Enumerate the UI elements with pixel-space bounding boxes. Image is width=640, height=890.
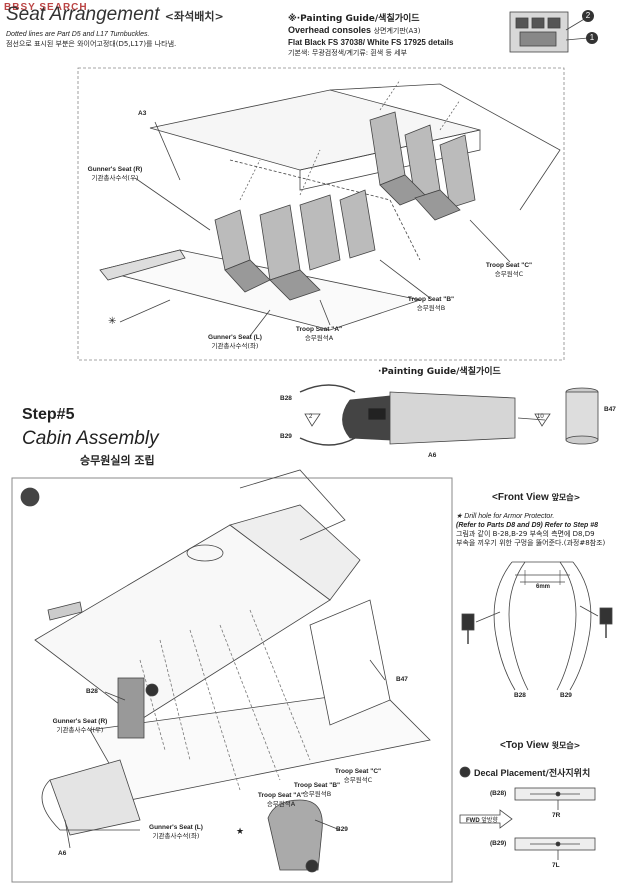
step-name: Cabin Assembly [22,428,159,449]
part-b29-assembly: B29 [336,826,348,833]
decal-b29: (B29) [490,840,507,847]
assembly-troop-c-label: Troop Seat "C"승무원석C [334,768,382,784]
painting-guide-top-title: ※·Painting Guide/색칠가이드 [288,14,420,24]
step-name-ko: 승무원실의 조립 [80,454,155,467]
part-a6-mid: A6 [428,452,437,459]
decal-7r: 7R [552,812,561,819]
assembly-gunner-l-label: Gunner's Seat (L)기관총사수석(좌) [149,824,203,840]
section-title: Seat Arrangement <좌석배치> [6,4,224,26]
callout-10-mid: 10 [537,414,544,420]
step-number: Step#5 [22,406,75,423]
part-b29-mid: B29 [280,433,292,440]
top-view-title: <Top View 윗모습> [500,740,581,751]
troop-seat-a-label: Troop Seat "A"승무원석A [295,326,343,342]
part-b47-assembly: B47 [396,676,408,683]
troop-seat-c-label: Troop Seat "C"승무원석C [485,262,533,278]
assembly-troop-b-label: Troop Seat "B"승무원석B [293,782,341,798]
asterisk-marker: ✳ [108,316,117,327]
part-a3-label: A3 [138,110,147,117]
painting-guide-top: ※·Painting Guide/색칠가이드 Overhead consoles… [288,14,453,59]
part-b28-assembly: B28 [86,688,98,695]
callout-1-top: 1 [586,32,598,44]
troop-seat-b-label: Troop Seat "B"승무원석B [407,296,455,312]
front-view-b29: B29 [560,692,572,699]
front-view-b28: B28 [514,692,526,699]
front-view-title: <Front View 앞모습> [492,492,581,503]
section-title-en: Seat Arrangement [6,4,160,25]
gunner-seat-l-label: Gunner's Seat (L)기관총사수석(좌) [208,334,262,350]
dotted-lines-note: Dotted lines are Part D5 and L17 Turnbuc… [6,31,150,38]
decal-7l: 7L [552,862,560,869]
dotted-lines-note-ko: 점선으로 표시된 부분은 와이어고정대(D5,L17)를 나타냄. [6,40,177,48]
overhead-consoles-line: Overhead consoles 상면계기판(A3) [288,25,421,35]
color-spec-line: Flat Black FS 37038/ White FS 17925 deta… [288,38,454,47]
painting-guide-mid-title: ·Painting Guide/색칠가이드 [378,367,501,377]
decal-placement-title: Decal Placement/전사지위치 [474,768,591,779]
assembly-gunner-r-label: Gunner's Seat (R)기관총사수석(우) [52,718,108,734]
dimension-6mm: 6mm [536,584,551,590]
decal-b28: (B28) [490,790,507,797]
callout-2-top: 2 [582,10,594,22]
part-b47-mid: B47 [604,406,616,413]
section-title-ko: <좌석배치> [164,10,224,23]
front-view-note: ★ Drill hole for Armor Protector. (Refer… [456,513,606,547]
gunner-seat-r-label: Gunner's Seat (R)기관총사수석(우) [87,166,143,182]
callout-2-mid: 2 [309,414,313,420]
star-marker-assembly: ★ [236,826,245,836]
fwd-arrow-label: FWD 앞방향 [466,817,498,824]
part-b28-mid: B28 [280,395,292,402]
color-spec-line-ko: 기본색: 무광검정색/계기류: 흰색 등 세부 [288,49,408,57]
assembly-troop-a-label: Troop Seat "A"승무원석A [257,792,305,808]
part-a6-assembly: A6 [58,850,67,857]
watermark: BBSY SEARCH [4,2,88,13]
